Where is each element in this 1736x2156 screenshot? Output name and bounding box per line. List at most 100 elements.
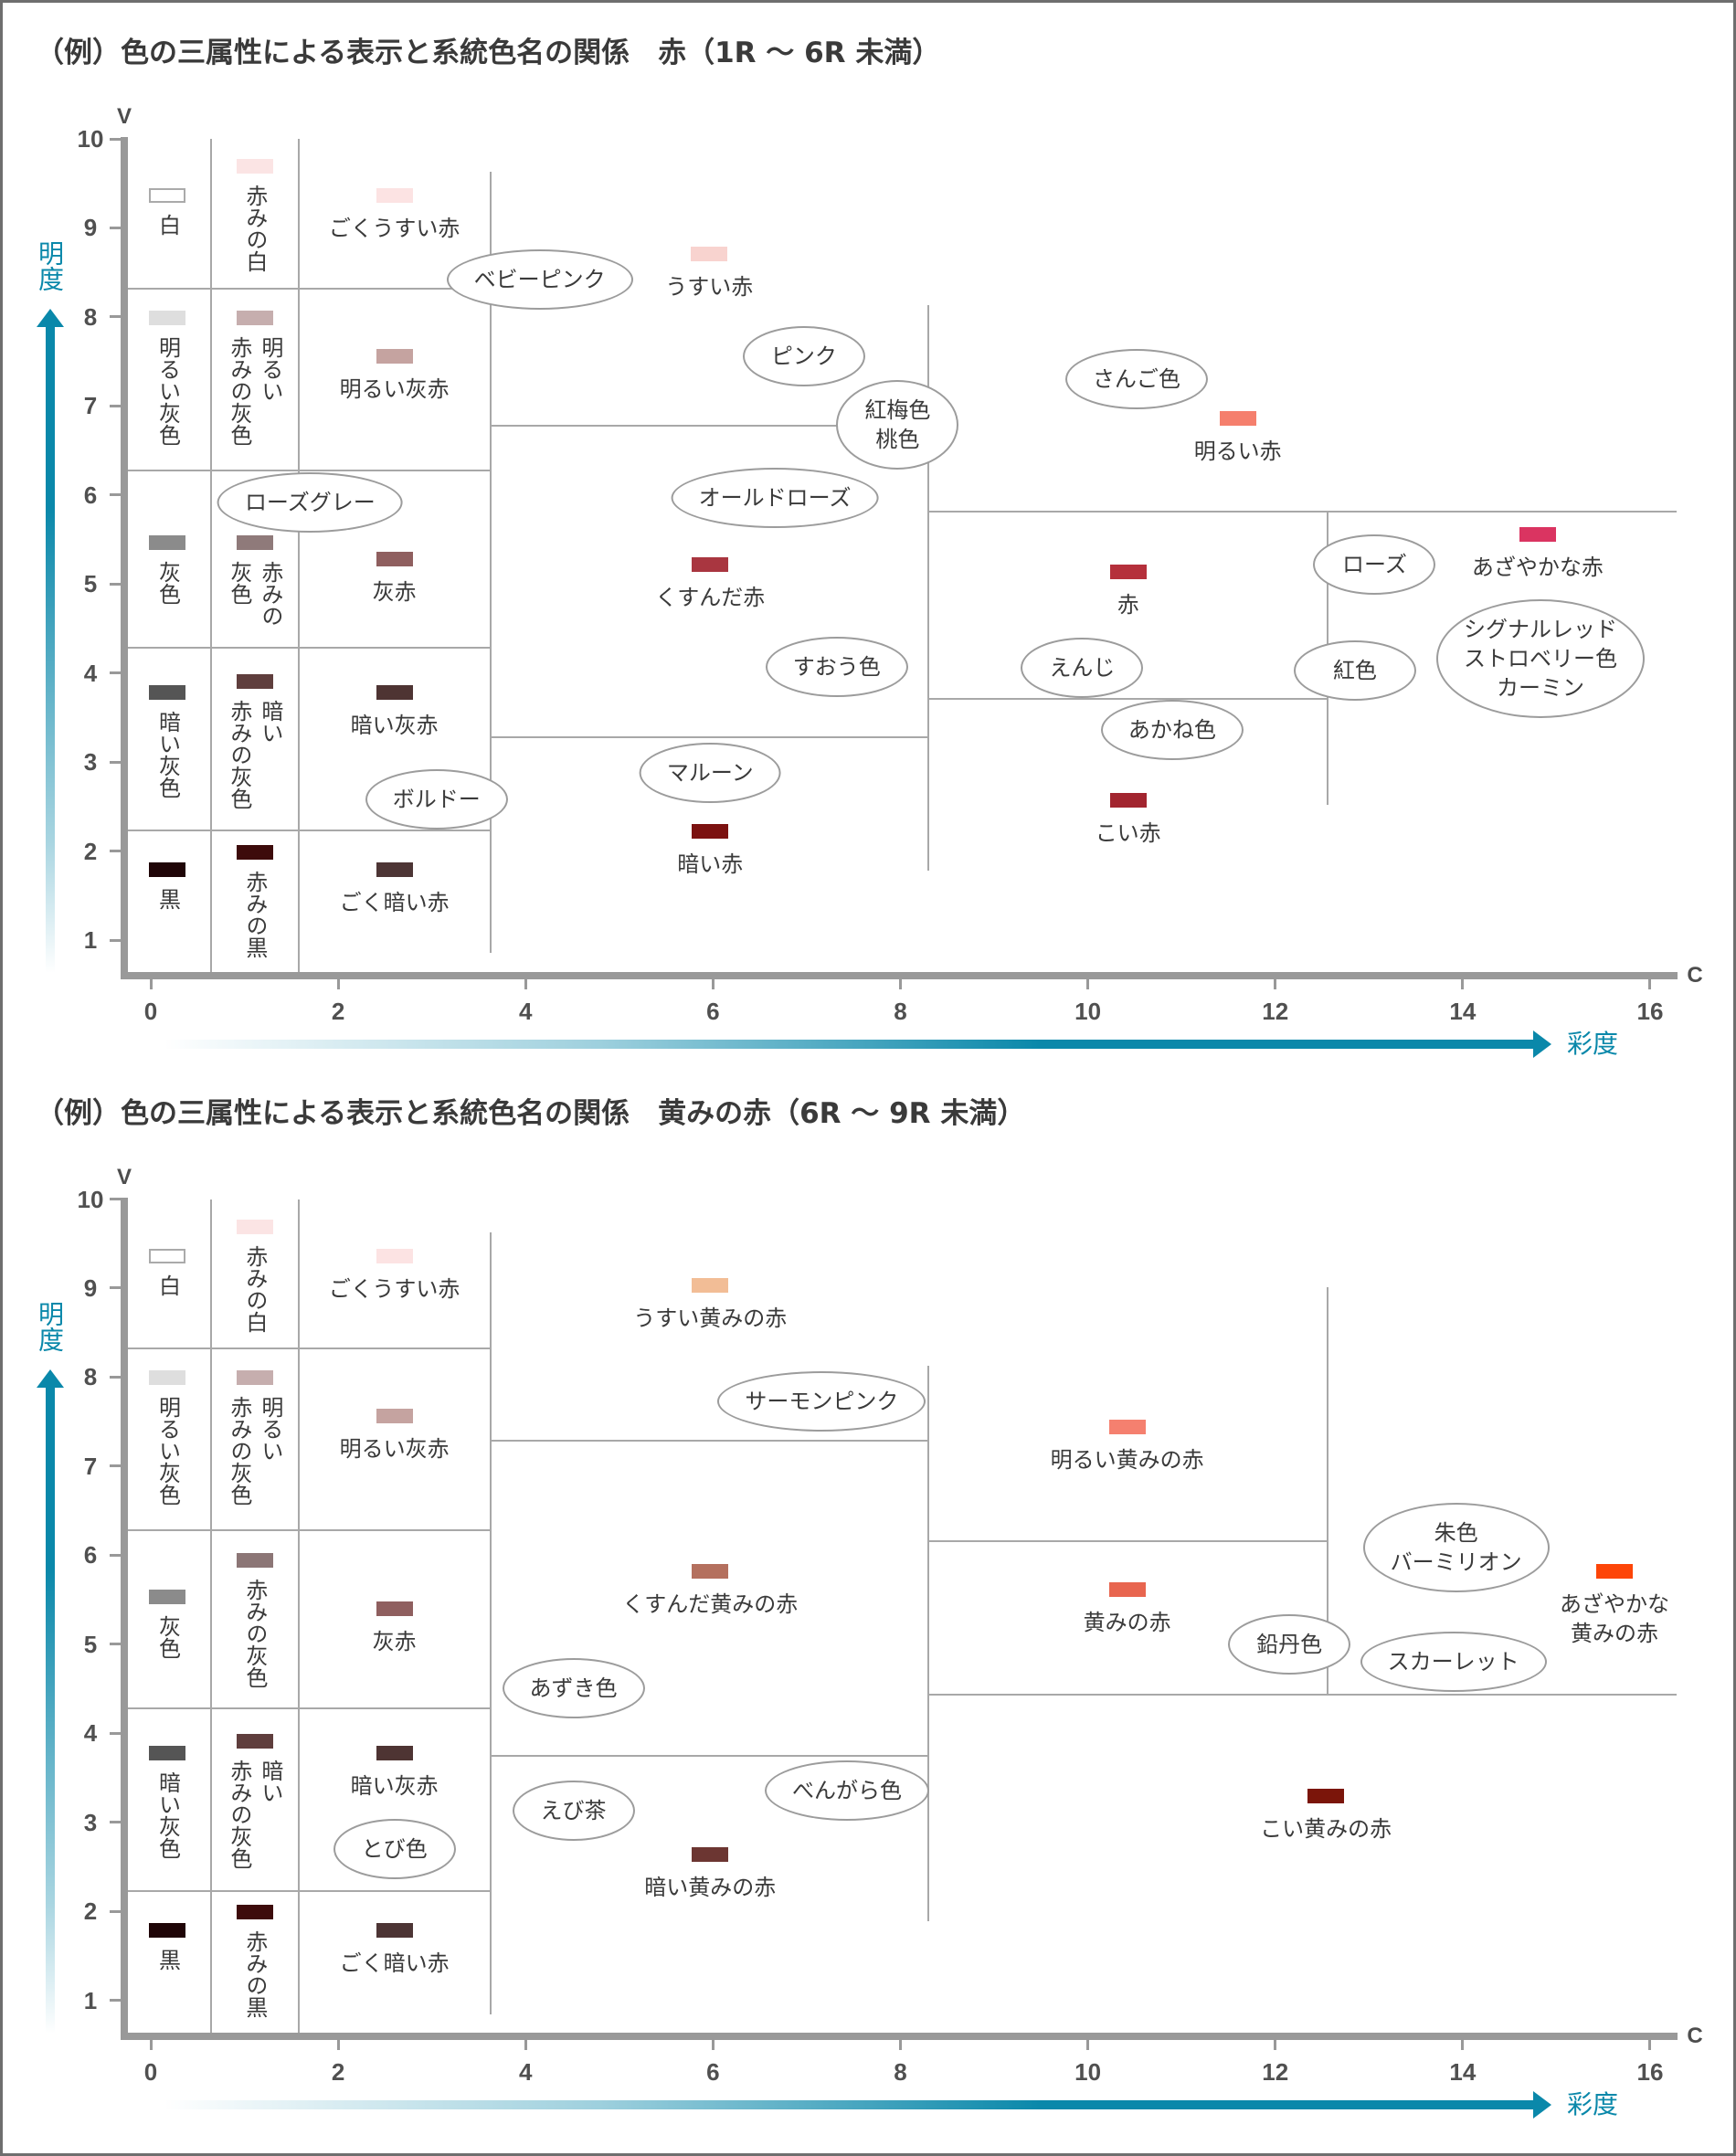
y-tick-label: 4 (83, 1719, 98, 1748)
systematic-color-name: うすい赤 (665, 273, 754, 300)
y-tick-label: 6 (83, 481, 98, 509)
color-swatch (376, 1409, 413, 1424)
systematic-color-name: 赤みの黒 (241, 870, 268, 958)
y-tick-label: 7 (83, 392, 98, 420)
x-tick (1086, 2038, 1090, 2050)
region-boundary-line (928, 511, 1677, 513)
color-swatch (149, 1745, 186, 1760)
color-swatch (149, 685, 186, 701)
x-tick-label: 14 (1449, 2057, 1477, 2086)
systematic-color-name: こい赤 (1095, 820, 1161, 847)
traditional-color-name: べんがら色 (765, 1760, 930, 1821)
color-swatch (376, 1601, 413, 1616)
color-swatch (236, 674, 273, 690)
systematic-color-name: こい黄みの赤 (1260, 1816, 1392, 1843)
y-tick-label: 9 (83, 1274, 98, 1302)
x-tick-label: 10 (1074, 2057, 1102, 2086)
y-tick-label: 9 (83, 214, 98, 242)
traditional-color-name: サーモンピンク (717, 1370, 926, 1432)
y-axis-symbol: V (116, 104, 132, 129)
traditional-color-name: あずき色 (502, 1658, 645, 1719)
y-tick (110, 850, 122, 853)
color-swatch (376, 862, 413, 878)
x-tick (898, 978, 902, 989)
systematic-color-name: 明るい 赤みの灰色 (226, 335, 283, 446)
color-swatch (236, 310, 273, 325)
systematic-color-name: 赤みの灰色 (241, 1579, 268, 1689)
color-swatch (692, 556, 729, 572)
systematic-color-name: あざやかな赤 (1471, 554, 1604, 580)
y-axis-name: 明度 (35, 240, 65, 291)
y-tick-label: 5 (83, 570, 98, 598)
systematic-color-name: くすんだ黄みの赤 (622, 1591, 799, 1617)
color-swatch (236, 1370, 273, 1386)
y-tick-label: 7 (83, 1452, 98, 1480)
y-tick-label: 4 (83, 659, 98, 687)
region-boundary-line (128, 1707, 492, 1709)
x-tick-label: 4 (519, 2057, 533, 2086)
y-tick-label: 8 (83, 1363, 98, 1391)
traditional-color-name: ローズ (1313, 534, 1436, 595)
region-boundary-line (927, 1365, 930, 1921)
color-swatch (376, 348, 413, 364)
color-swatch (236, 844, 273, 860)
value-arrow-up-icon (37, 309, 64, 327)
x-tick-label: 0 (143, 2057, 158, 2086)
traditional-color-name: オールドローズ (671, 467, 879, 528)
traditional-color-name: ローズグレー (217, 471, 403, 533)
systematic-color-name: うすい黄みの赤 (633, 1305, 788, 1332)
x-tick (149, 2038, 153, 2050)
systematic-color-name: 赤みの白 (241, 185, 268, 273)
region-boundary-line (928, 697, 1328, 700)
color-swatch (1109, 793, 1147, 808)
y-tick (110, 1643, 122, 1646)
region-boundary-line (298, 1199, 301, 2033)
traditional-color-name: ピンク (742, 325, 865, 386)
x-tick-label: 8 (894, 998, 907, 1025)
y-tick (110, 582, 122, 586)
region-boundary-line (928, 1539, 1328, 1542)
y-tick-label: 3 (83, 1808, 98, 1836)
x-tick-label: 12 (1262, 2057, 1289, 2086)
color-swatch (376, 188, 413, 204)
traditional-color-name: 紅色 (1293, 639, 1416, 701)
y-tick-label: 1 (83, 1986, 98, 2014)
value-arrow-shaft (46, 1386, 55, 2034)
color-swatch (149, 1590, 186, 1605)
systematic-color-name: ごくうすい赤 (328, 1275, 460, 1302)
color-swatch (1219, 410, 1256, 426)
traditional-color-name: スカーレット (1360, 1632, 1547, 1693)
x-tick (898, 2038, 902, 2050)
systematic-color-name: 明るい赤 (1193, 438, 1282, 464)
color-swatch (1307, 1789, 1345, 1804)
color-swatch (1108, 1419, 1146, 1434)
x-tick (1086, 978, 1090, 989)
color-swatch (692, 1563, 729, 1579)
traditional-color-name: マルーン (639, 742, 781, 803)
systematic-color-name: 黒 (154, 1948, 181, 1971)
y-tick-label: 1 (83, 926, 98, 955)
color-swatch (236, 1905, 273, 1920)
systematic-color-name: ごく暗い赤 (339, 1950, 450, 1976)
color-swatch (149, 862, 186, 878)
chart-title: （例）色の三属性による表示と系統色名の関係 赤（1R ～ 6R 未満） (36, 37, 941, 69)
y-axis-line (121, 1197, 128, 2040)
traditional-color-name: すおう色 (765, 636, 908, 697)
color-swatch (149, 310, 186, 325)
x-tick-label: 8 (894, 2057, 907, 2086)
color-swatch (149, 535, 186, 551)
y-tick (110, 938, 122, 942)
x-axis-name: 彩度 (1567, 2088, 1619, 2119)
y-tick-label: 2 (83, 1897, 98, 1926)
x-tick (711, 978, 715, 989)
y-tick (110, 137, 122, 141)
traditional-color-name: 朱色 バーミリオン (1362, 1502, 1550, 1592)
systematic-color-name: ごくうすい赤 (328, 216, 460, 242)
y-axis-name: 明度 (35, 1300, 65, 1352)
x-tick-label: 6 (706, 2057, 720, 2086)
y-tick (110, 1909, 122, 1913)
x-tick (711, 2038, 715, 2050)
systematic-color-name: あざやかな 黄みの赤 (1559, 1591, 1669, 1646)
y-tick (110, 404, 122, 407)
y-tick (110, 1553, 122, 1557)
